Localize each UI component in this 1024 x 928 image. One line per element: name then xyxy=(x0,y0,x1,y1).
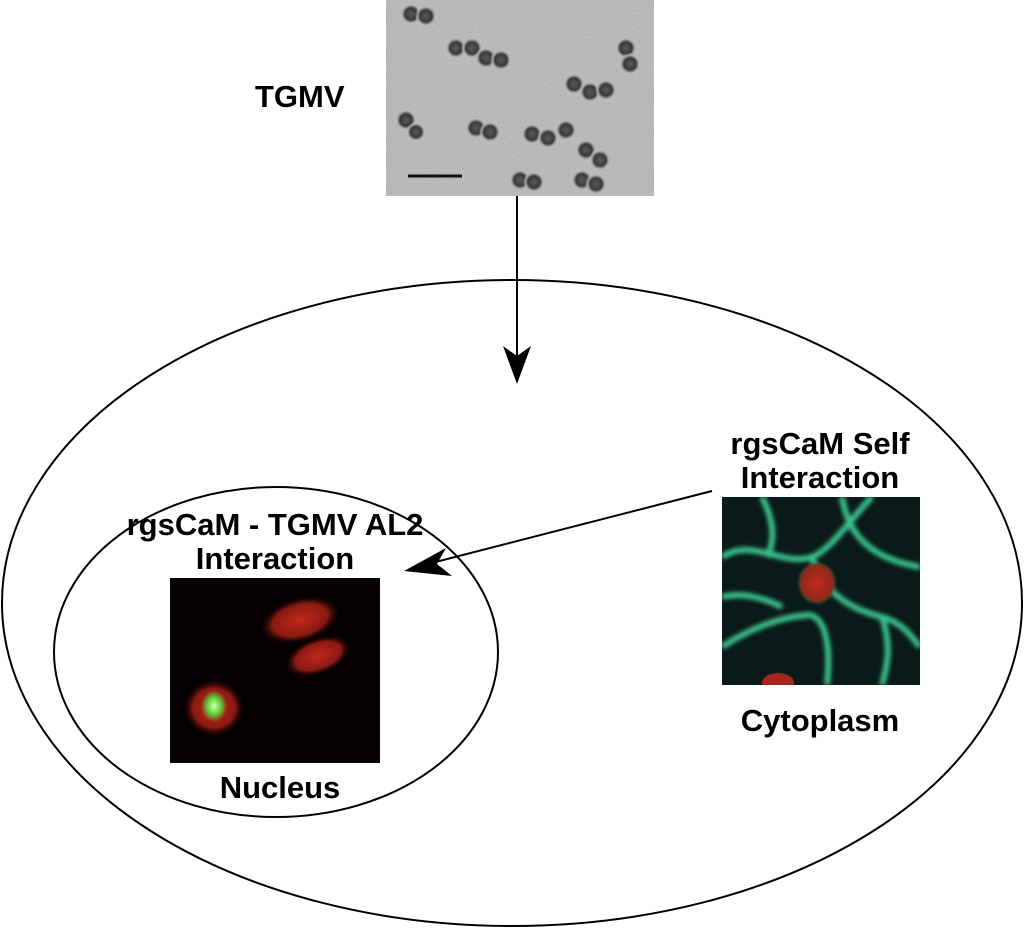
nucleus-outline xyxy=(53,486,499,818)
nucleus-interaction-label: rgsCaM - TGMV AL2 Interaction xyxy=(90,508,460,576)
nucleus-green-signal xyxy=(201,690,227,722)
cell-outline xyxy=(1,279,1023,927)
entry-arrow-head xyxy=(503,346,531,384)
cytoplasm-interaction-label: rgsCaM Self Interaction xyxy=(700,427,940,495)
cytoplasm-interaction-line2: Interaction xyxy=(740,460,900,495)
cytoplasm-fluorescence-image xyxy=(722,497,920,685)
virus-label: TGMV xyxy=(255,79,345,114)
virus-particles xyxy=(395,3,641,195)
cytoplasm-red-cell xyxy=(797,561,837,605)
cytoplasm-interaction-line1: rgsCaM Self xyxy=(730,426,910,461)
cytoplasm-label: Cytoplasm xyxy=(740,703,900,738)
nucleus-fluorescence-image xyxy=(170,578,380,763)
nucleus-label: Nucleus xyxy=(219,770,341,805)
nucleus-interaction-line2: Interaction xyxy=(195,541,355,576)
transport-arrow-head xyxy=(404,548,452,576)
transport-arrow-shaft xyxy=(419,490,713,567)
tgmv-micrograph xyxy=(386,0,654,196)
nucleus-interaction-line1: rgsCaM - TGMV AL2 xyxy=(126,507,424,542)
